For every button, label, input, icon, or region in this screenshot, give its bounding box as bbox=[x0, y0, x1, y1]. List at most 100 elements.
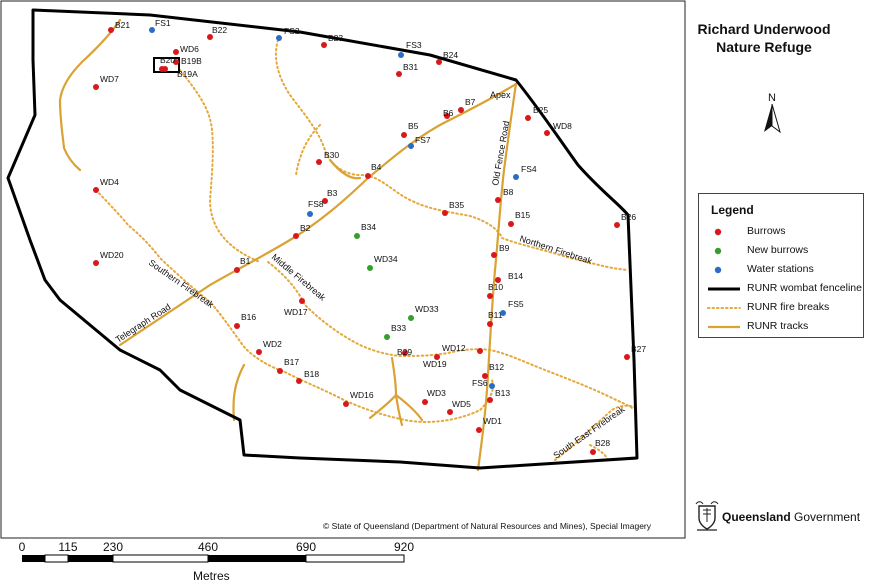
burrow-label: B4 bbox=[371, 162, 382, 172]
road-label-apex: Apex bbox=[490, 90, 511, 100]
burrow-label: B21 bbox=[115, 20, 130, 30]
new-burrow-marker bbox=[408, 315, 414, 321]
burrow-marker bbox=[277, 368, 283, 374]
new-burrow-label: B33 bbox=[391, 323, 406, 333]
legend-label: RUNR wombat fenceline bbox=[747, 282, 862, 294]
scale-bar bbox=[22, 554, 405, 563]
legend: Legend Burrows New burrows Water station… bbox=[698, 193, 864, 338]
map-title-line1: Richard Underwood bbox=[697, 21, 831, 37]
burrow-label: B31 bbox=[403, 62, 418, 72]
track-old-fence bbox=[476, 82, 518, 472]
track-south-west bbox=[232, 363, 246, 422]
firebreak-southeast bbox=[554, 404, 636, 461]
burrow-marker bbox=[491, 252, 497, 258]
burrow-label: WD4 bbox=[100, 177, 119, 187]
burrow-label: WD8 bbox=[553, 121, 572, 131]
burrow-marker bbox=[590, 449, 596, 455]
burrow-label: B30 bbox=[324, 150, 339, 160]
burrow-label: B26 bbox=[621, 212, 636, 222]
burrow-label: B14 bbox=[508, 271, 523, 281]
new-burrow-marker bbox=[367, 265, 373, 271]
north-label: N bbox=[768, 92, 776, 104]
legend-label: RUNR fire breaks bbox=[747, 301, 830, 313]
burrow-label: WD19 bbox=[423, 359, 447, 369]
burrow-marker bbox=[173, 59, 179, 65]
water-station-label: FS4 bbox=[521, 164, 537, 174]
water-station-label: FS8 bbox=[308, 199, 324, 209]
burrow-marker bbox=[434, 354, 440, 360]
burrow-label: B1 bbox=[240, 256, 251, 266]
new-burrow-marker bbox=[384, 334, 390, 340]
burrow-label: B27 bbox=[631, 344, 646, 354]
burrow-marker bbox=[93, 260, 99, 266]
burrow-marker bbox=[482, 373, 488, 379]
legend-label: RUNR tracks bbox=[747, 320, 809, 332]
map-frame bbox=[0, 0, 686, 539]
burrow-marker bbox=[487, 293, 493, 299]
scale-unit: Metres bbox=[193, 569, 230, 583]
legend-item-firebreaks: RUNR fire breaks bbox=[707, 300, 863, 316]
burrow-marker bbox=[108, 27, 114, 33]
burrow-marker bbox=[162, 66, 168, 72]
legend-item-water-stations: Water stations bbox=[707, 262, 863, 278]
burrow-marker bbox=[256, 349, 262, 355]
firebreak-middle bbox=[267, 261, 633, 409]
map-title-line2: Nature Refuge bbox=[716, 39, 812, 55]
burrow-label: B20 bbox=[160, 55, 175, 65]
burrow-marker bbox=[343, 401, 349, 407]
burrow-label: B7 bbox=[465, 97, 476, 107]
burrow-marker bbox=[321, 42, 327, 48]
burrow-marker bbox=[234, 267, 240, 273]
burrow-label: WD1 bbox=[483, 416, 502, 426]
legend-item-burrows: Burrows bbox=[707, 224, 863, 240]
burrow-marker bbox=[614, 222, 620, 228]
legend-item-tracks: RUNR tracks bbox=[707, 319, 863, 335]
burrow-label: B25 bbox=[533, 105, 548, 115]
firebreak-b30 bbox=[295, 124, 321, 176]
legend-symbol-water-icon bbox=[714, 266, 722, 274]
scale-tick: 920 bbox=[393, 540, 415, 554]
legend-label: New burrows bbox=[747, 244, 809, 256]
burrow-label: B13 bbox=[495, 388, 510, 398]
burrow-label: B19B bbox=[181, 56, 202, 66]
burrow-label: B16 bbox=[241, 312, 256, 322]
track-b30 bbox=[328, 158, 362, 180]
burrow-label: WD5 bbox=[452, 399, 471, 409]
burrow-label: B23 bbox=[328, 33, 343, 43]
burrow-marker bbox=[525, 115, 531, 121]
government-wordmark-rest: Government bbox=[790, 510, 861, 524]
water-station-label: FS5 bbox=[508, 299, 524, 309]
water-station-label: FS3 bbox=[406, 40, 422, 50]
legend-label: Burrows bbox=[747, 225, 786, 237]
copyright-notice: © State of Queensland (Department of Nat… bbox=[323, 521, 652, 531]
legend-symbol-track-icon bbox=[708, 325, 740, 329]
queensland-government-logo: Queensland Government bbox=[694, 500, 870, 534]
burrow-marker bbox=[447, 409, 453, 415]
water-station-marker bbox=[149, 27, 155, 33]
track-west bbox=[58, 18, 122, 172]
burrow-label: B9 bbox=[499, 243, 510, 253]
scale-tick: 690 bbox=[295, 540, 317, 554]
new-burrow-label: WD33 bbox=[415, 304, 439, 314]
legend-symbol-burrow-icon bbox=[714, 228, 722, 236]
burrow-label: WD7 bbox=[100, 74, 119, 84]
water-station-label: FS7 bbox=[415, 135, 431, 145]
burrow-marker bbox=[476, 427, 482, 433]
burrow-marker bbox=[207, 34, 213, 40]
scale-tick: 0 bbox=[18, 540, 26, 554]
burrow-label: B2 bbox=[300, 223, 311, 233]
water-station-marker bbox=[276, 35, 282, 41]
legend-item-fenceline: RUNR wombat fenceline bbox=[707, 281, 863, 297]
burrow-marker bbox=[296, 378, 302, 384]
burrow-marker bbox=[173, 49, 179, 55]
scale-tick: 460 bbox=[197, 540, 219, 554]
burrow-marker bbox=[508, 221, 514, 227]
government-wordmark: Queensland Government bbox=[722, 510, 860, 524]
burrow-label: WD16 bbox=[350, 390, 374, 400]
water-station-label: FS2 bbox=[284, 26, 300, 36]
burrow-marker bbox=[495, 197, 501, 203]
burrow-label: B6 bbox=[443, 108, 454, 118]
burrow-label: WD12 bbox=[442, 343, 466, 353]
firebreak-fs2 bbox=[274, 39, 629, 271]
